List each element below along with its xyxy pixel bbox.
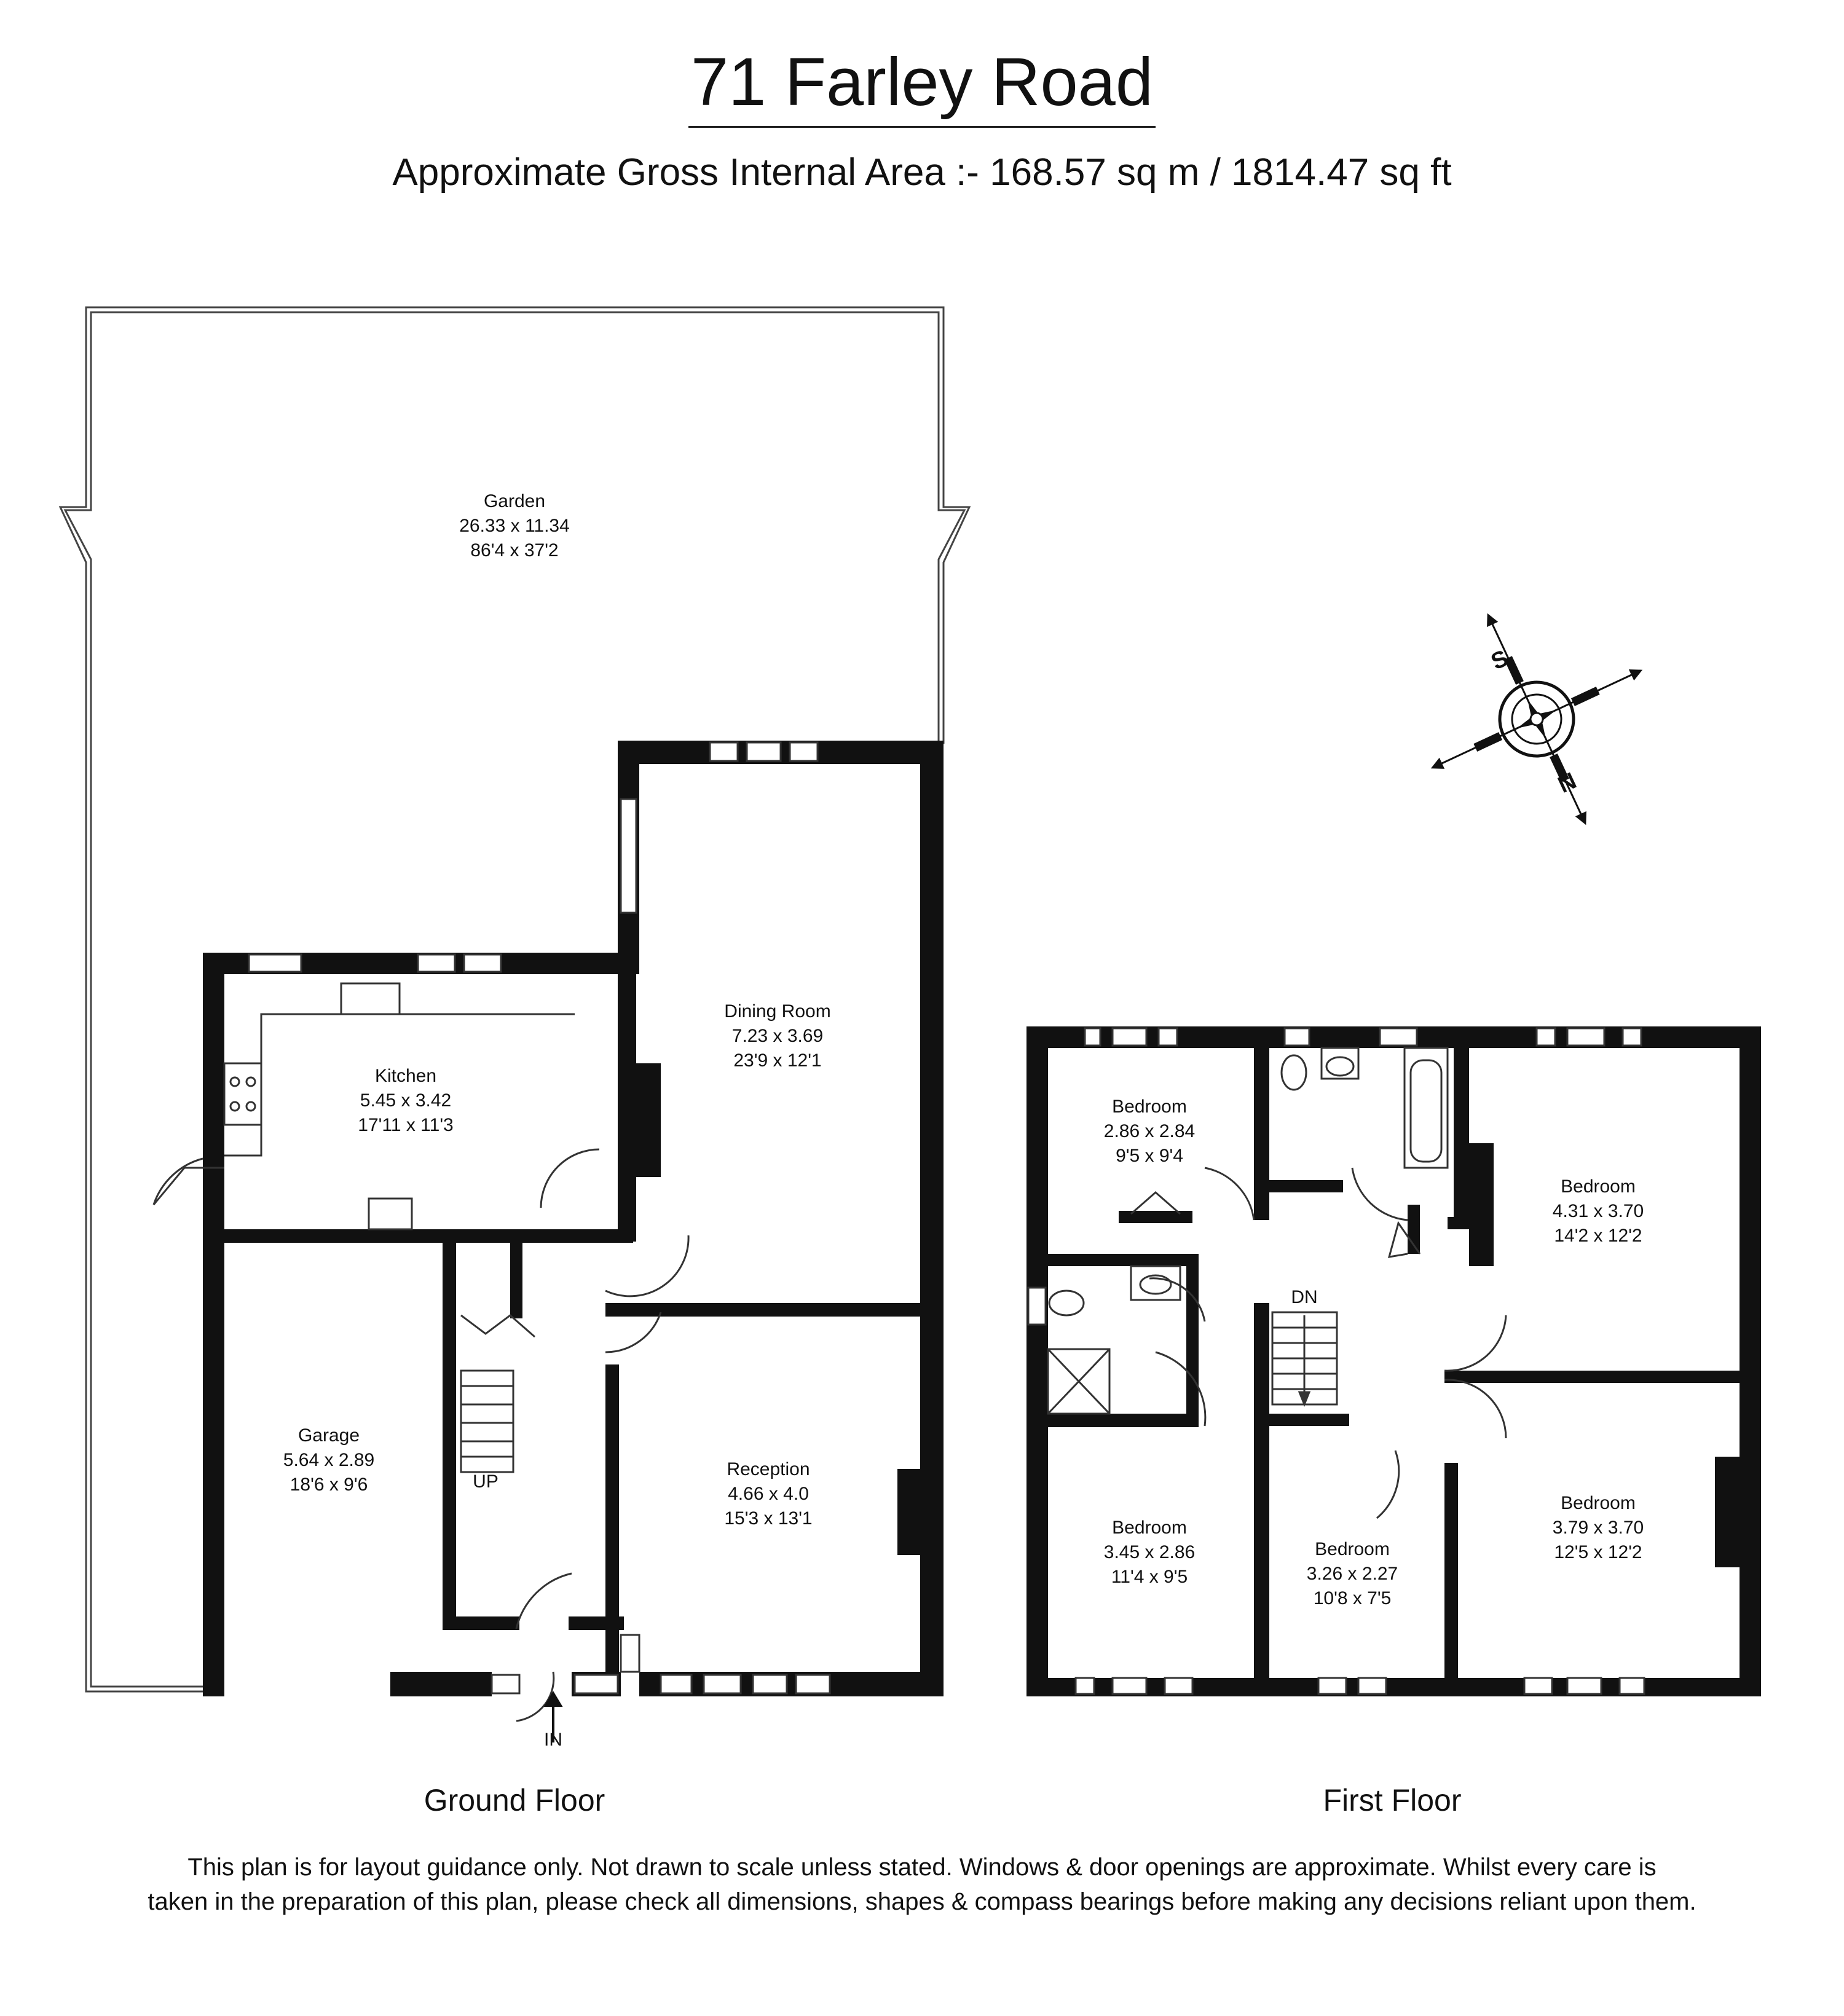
kitchen-label: Kitchen	[375, 1066, 436, 1086]
kitchen-metric: 5.45 x 3.42	[360, 1090, 451, 1111]
ground-floor-walls	[203, 741, 944, 1696]
garden-imperial: 86'4 x 37'2	[470, 540, 558, 561]
ground-floor-windows	[248, 741, 831, 1695]
first-floor-label: First Floor	[1323, 1783, 1462, 1817]
bedroom-2-label: Bedroom	[1561, 1176, 1636, 1197]
dining-room-metric: 7.23 x 3.69	[732, 1026, 823, 1046]
bedroom-3-imperial: 11'4 x 9'5	[1111, 1567, 1188, 1587]
bedroom-1-metric: 2.86 x 2.84	[1104, 1121, 1195, 1141]
garden-outline	[58, 306, 971, 1693]
bedroom-4-label: Bedroom	[1315, 1539, 1390, 1559]
plan-title: 71 Farley Road	[0, 43, 1844, 128]
gross-area-subtitle: Approximate Gross Internal Area :- 168.5…	[392, 151, 1452, 194]
bedroom-3-metric: 3.45 x 2.86	[1104, 1542, 1195, 1562]
bedroom-4-metric: 3.26 x 2.27	[1307, 1564, 1398, 1584]
bedroom-4-imperial: 10'8 x 7'5	[1314, 1588, 1392, 1608]
disclaimer-line-2: taken in the preparation of this plan, p…	[148, 1888, 1696, 1915]
reception-label: Reception	[727, 1459, 810, 1479]
bedroom-5-imperial: 12'5 x 12'2	[1554, 1542, 1642, 1562]
reception-imperial: 15'3 x 13'1	[724, 1508, 812, 1529]
disclaimer-line-1: This plan is for layout guidance only. N…	[187, 1854, 1657, 1881]
first-floor-windows	[1027, 1027, 1645, 1695]
garage-metric: 5.64 x 2.89	[283, 1450, 374, 1470]
first-floor-stairs	[1271, 1311, 1338, 1408]
bedroom-5-label: Bedroom	[1561, 1493, 1636, 1513]
reception-metric: 4.66 x 4.0	[728, 1484, 809, 1504]
garage-imperial: 18'6 x 9'6	[290, 1475, 368, 1495]
bedroom-1-label: Bedroom	[1112, 1097, 1187, 1117]
garden-metric: 26.33 x 11.34	[459, 516, 570, 536]
ground-stairs	[460, 1314, 535, 1473]
entrance-arrow	[543, 1691, 563, 1742]
disclaimer: This plan is for layout guidance only. N…	[37, 1850, 1807, 1919]
bedroom-5-metric: 3.79 x 3.70	[1553, 1518, 1644, 1538]
bedroom-1-imperial: 9'5 x 9'4	[1116, 1146, 1183, 1166]
garden-label: Garden	[484, 491, 545, 511]
kitchen-fittings	[152, 982, 690, 1722]
ground-floor-label: Ground Floor	[424, 1783, 605, 1817]
bedroom-3-label: Bedroom	[1112, 1518, 1187, 1538]
bathroom-fittings	[1047, 1047, 1507, 1519]
dining-room-imperial: 23'9 x 12'1	[733, 1050, 821, 1071]
ground-stairs-label: UP	[473, 1471, 498, 1492]
compass-rose-icon	[1430, 613, 1643, 825]
dining-room-label: Dining Room	[724, 1001, 830, 1022]
bedroom-2-imperial: 14'2 x 12'2	[1554, 1226, 1642, 1246]
entrance-label: IN	[544, 1730, 562, 1750]
bedroom-2-metric: 4.31 x 3.70	[1553, 1201, 1644, 1221]
garage-label: Garage	[298, 1425, 360, 1446]
kitchen-imperial: 17'11 x 11'3	[358, 1115, 453, 1135]
first-floor-walls	[1026, 1026, 1761, 1696]
first-stairs-label: DN	[1291, 1287, 1317, 1307]
